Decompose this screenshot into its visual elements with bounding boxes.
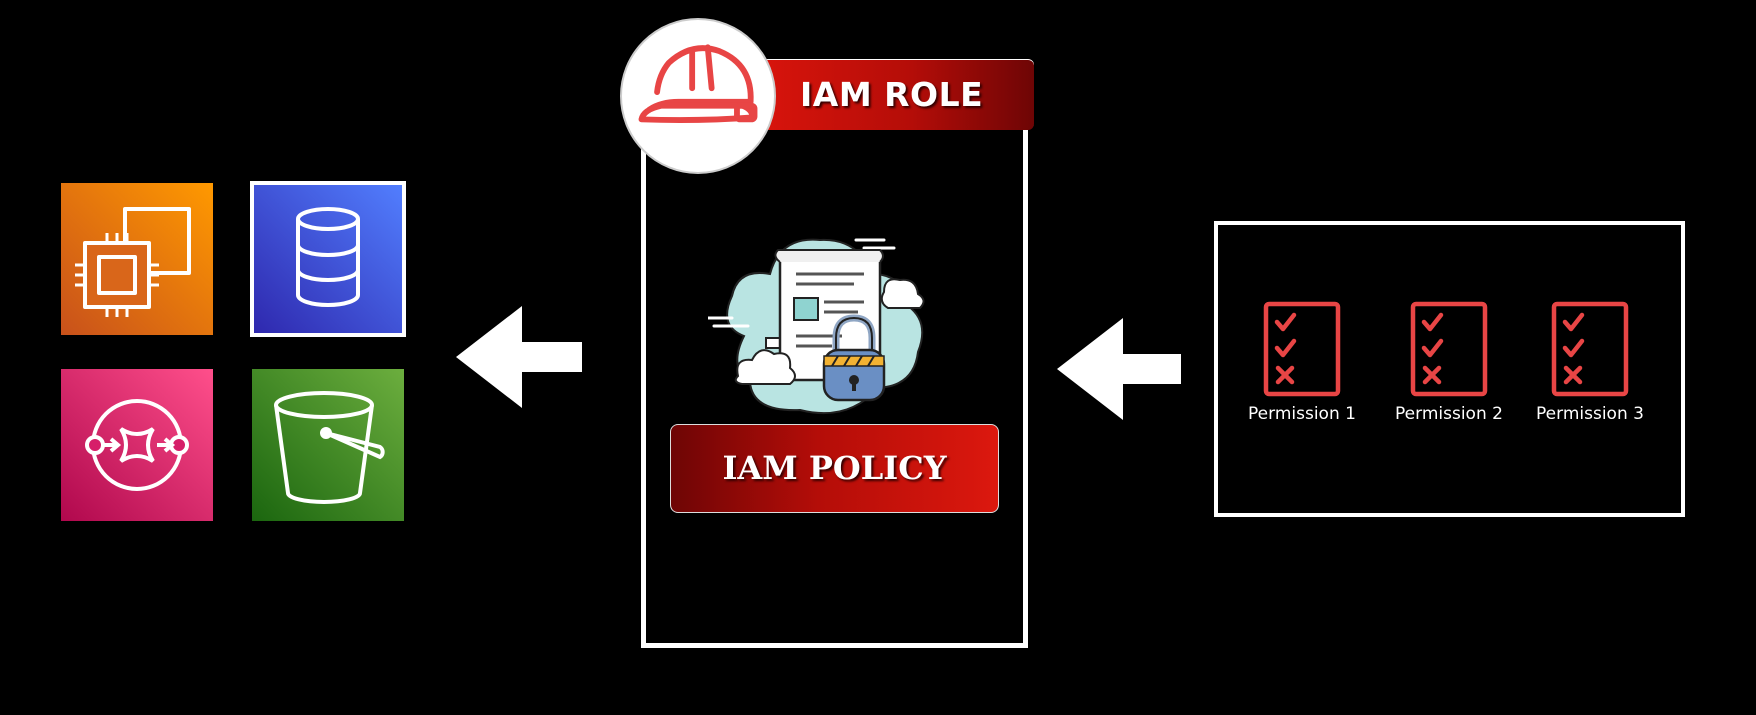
permission-label-3: Permission 3 [1536,404,1644,424]
event-bridge-icon [61,369,213,521]
iam-policy-banner [670,424,999,513]
permission-label-1: Permission 1 [1248,404,1356,424]
checklist-icon [1410,301,1488,397]
left-arrow-to-role-icon [1057,318,1181,420]
ec2-compute-icon [61,183,213,335]
iam-role-title: IAM ROLE [800,75,984,114]
permission-label-2: Permission 2 [1395,404,1503,424]
iam-role-badge [620,18,776,174]
permission-item-3: Permission 3 [1520,300,1660,424]
checklist-icon [1263,301,1341,397]
iam-role-banner [762,59,1034,130]
checklist-icon [1551,301,1629,397]
s3-service-tile [252,369,404,521]
permission-item-1: Permission 1 [1232,300,1372,424]
s3-bucket-icon [252,369,404,521]
database-service-tile [250,181,406,337]
hard-hat-icon [638,44,758,123]
iam-policy-title: IAM POLICY [722,449,947,487]
permission-item-2: Permission 2 [1379,300,1519,424]
eventbridge-service-tile [61,369,213,521]
permissions-frame [1214,221,1685,517]
left-arrow-to-services-icon [456,306,582,408]
ec2-service-tile [61,183,213,335]
database-icon [252,183,404,335]
document-lock-icon [708,238,925,415]
